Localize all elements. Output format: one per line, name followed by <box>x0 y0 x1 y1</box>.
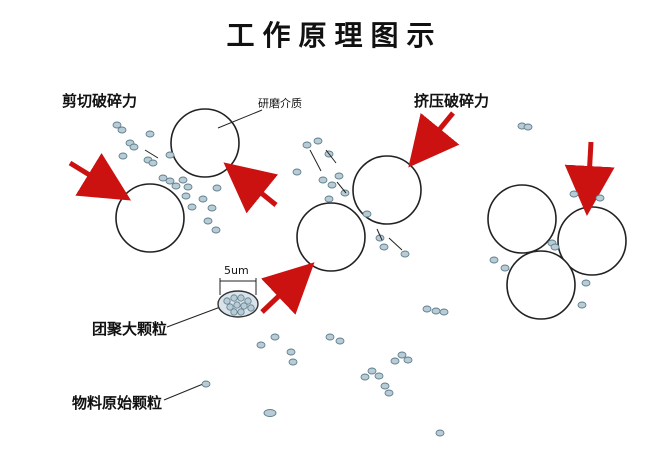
grinding-media-ball <box>296 202 366 272</box>
grinding-media-ball <box>487 184 557 254</box>
size-5um-label: 5um <box>224 264 249 277</box>
grinding-media-label: 研磨介质 <box>258 97 302 110</box>
force-arrow <box>564 141 615 216</box>
force-arrow <box>68 153 132 201</box>
diagram-title: 工作原理图示 <box>226 19 443 52</box>
squeeze-force-label: 挤压破碎力 <box>414 92 490 110</box>
force-arrow <box>223 162 279 214</box>
grinding-media-ball <box>115 183 185 253</box>
grinding-media-ball <box>170 108 240 178</box>
leader-line <box>166 305 224 328</box>
force-arrow <box>408 111 460 168</box>
grinding-media-ball <box>506 250 576 320</box>
force-arrow <box>260 262 315 315</box>
raw-particle-label: 物料原始颗粒 <box>72 394 163 412</box>
material-particles <box>112 121 605 437</box>
leader-line <box>163 383 204 401</box>
shear-force-label: 剪切破碎力 <box>62 92 138 110</box>
agglomerate-particle-label: 团聚大颗粒 <box>92 320 168 338</box>
grinding-media-ball <box>352 155 422 225</box>
leader-line <box>217 109 263 129</box>
